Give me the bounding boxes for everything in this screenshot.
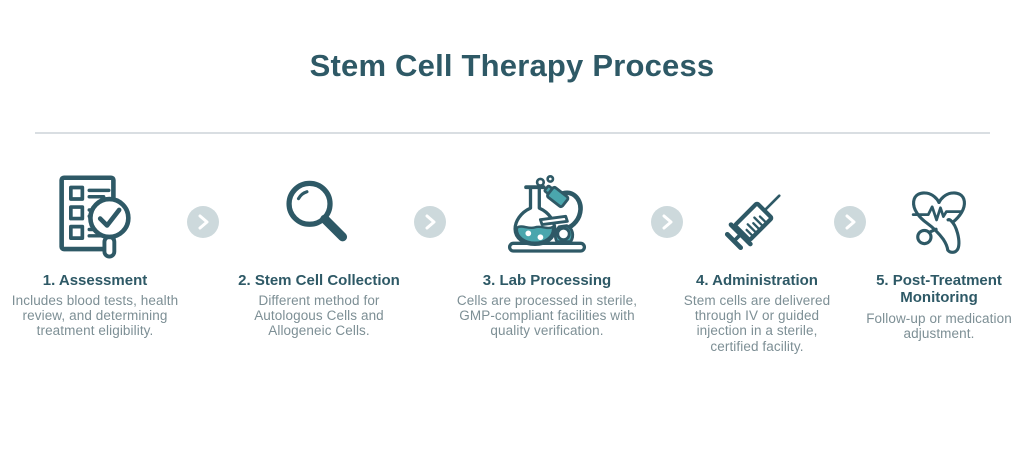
step-title: 5. Post-Treatment Monitoring	[876, 272, 1002, 307]
step-lab-processing: 3. Lab Processing Cells are processed in…	[446, 172, 648, 339]
step-post-treatment-monitoring: 5. Post-Treatment Monitoring Follow-up o…	[856, 172, 1022, 341]
step-description: Includes blood tests, health review, and…	[11, 293, 179, 339]
chevron-right-icon	[834, 206, 866, 238]
step-administration: 4. Administration Stem cells are deliver…	[671, 172, 843, 354]
step-title: 3. Lab Processing	[482, 272, 612, 289]
chevron-right-icon	[414, 206, 446, 238]
heart-pulse-stethoscope-icon	[900, 172, 978, 264]
syringe-icon	[715, 172, 799, 264]
step-title: 4. Administration	[696, 272, 818, 289]
checklist-magnifier-icon	[49, 172, 141, 264]
chevron-right-icon	[651, 206, 683, 238]
step-title: 1. Assessment	[42, 272, 148, 289]
step-stem-cell-collection: 2. Stem Cell Collection Different method…	[226, 172, 412, 339]
chevron-right-icon	[187, 206, 219, 238]
step-assessment: 1. Assessment Includes blood tests, heal…	[4, 172, 186, 339]
step-description: Cells are processed in sterile, GMP-comp…	[456, 293, 638, 339]
step-description: Different method for Autologous Cells an…	[254, 293, 384, 339]
step-title: 2. Stem Cell Collection	[238, 272, 400, 289]
lab-flask-microscope-icon	[503, 172, 591, 264]
magnifier-icon	[277, 172, 361, 264]
step-description: Stem cells are delivered through IV or g…	[683, 293, 831, 354]
step-description: Follow-up or medication adjustment.	[866, 310, 1012, 341]
horizontal-divider	[35, 132, 990, 134]
page-title: Stem Cell Therapy Process	[309, 48, 715, 83]
